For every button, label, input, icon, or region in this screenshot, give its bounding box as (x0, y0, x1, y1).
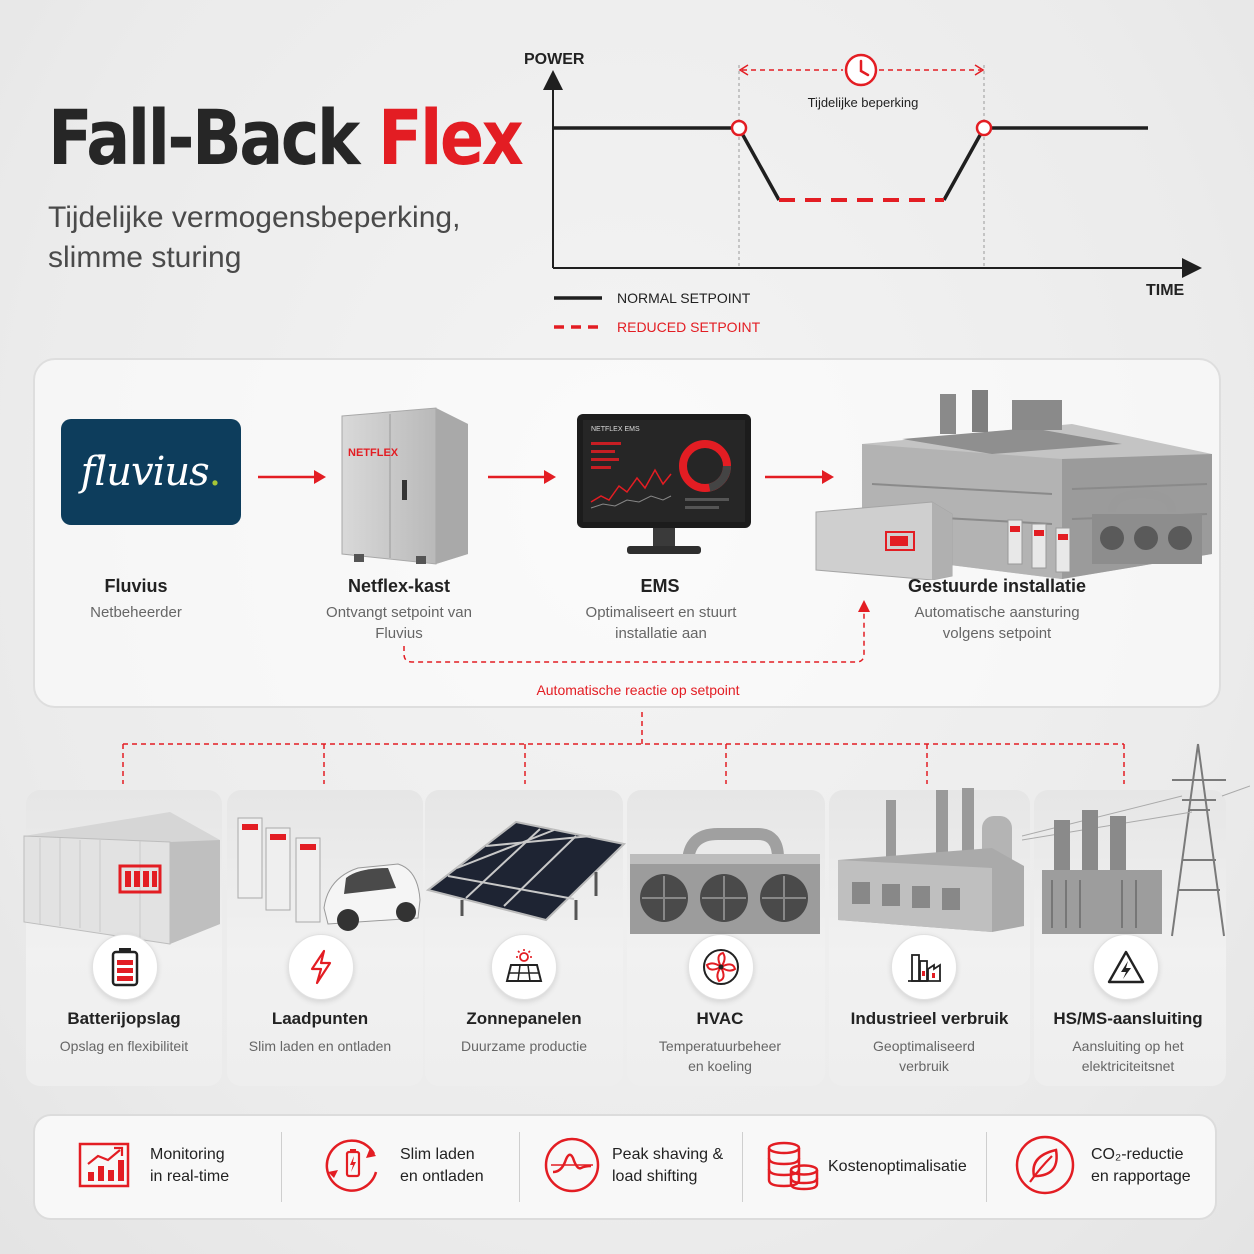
feature-slim-laden-line2: en ontladen (400, 1168, 484, 1185)
hvac-unit-image (630, 828, 820, 934)
card-desc-hs-ms: Aansluiting op het elektriciteitsnet (1072, 1038, 1184, 1074)
feature-bar (33, 1114, 1217, 1220)
page-subtitle: Tijdelijke vermogensbeperking, slimme st… (48, 201, 461, 274)
feature-separator (519, 1132, 520, 1202)
wave-icon (544, 1137, 600, 1193)
fan-icon (703, 949, 739, 985)
feature-separator (742, 1132, 743, 1202)
ems-monitor-image: NETFLEX EMS (577, 414, 751, 554)
power-chart: POWER TIME Tijdelijke beperking NORMAL S… (524, 51, 1202, 335)
card-desc-laadpunten: Slim laden en ontladen (248, 1038, 392, 1054)
feature-monitoring-line2: in real-time (150, 1168, 230, 1185)
substation-image (1022, 743, 1250, 937)
feature-peak-shaving-line1: Peak shaving & (612, 1146, 724, 1163)
fluvius-logo: fluvius. (61, 419, 241, 525)
node-desc-ems: Optimaliseert en stuurt installatie aan (585, 604, 737, 642)
leaf-icon (1015, 1135, 1075, 1195)
node-desc-netflex: Ontvangt setpoint van Fluvius (326, 604, 472, 642)
factory-icon (908, 954, 941, 982)
netflex-cabinet-image: NETFLEX (341, 407, 468, 565)
flow-arrows (258, 470, 834, 484)
node-title-fluvius: Fluvius (104, 576, 168, 596)
feature-kostenoptimalisatie-line1: Kostenoptimalisatie (828, 1158, 967, 1175)
page-title: Fall-Back Flex (48, 100, 524, 176)
node-desc-fluvius: Netbeheerder (90, 604, 182, 621)
x-axis-label: TIME (1146, 282, 1185, 299)
node-title-installation: Gestuurde installatie (907, 576, 1087, 596)
factory-image (838, 788, 1024, 932)
feature-slim-laden: Slim laden en ontladen (400, 1144, 484, 1188)
feedback-loop (403, 600, 870, 663)
card-icon-wrap-battery (92, 934, 158, 1000)
card-title-industrieel: Industrieel verbruik (850, 1009, 1009, 1028)
card-desc-batterijopslag: Opslag en flexibiliteit (59, 1038, 189, 1054)
feature-kostenoptimalisatie: Kostenoptimalisatie (828, 1156, 967, 1178)
coins-icon (767, 1141, 819, 1191)
cabinet-brand-label: NETFLEX (348, 447, 399, 459)
installation-image (815, 390, 1212, 580)
feature-separator (986, 1132, 987, 1202)
card-desc-zonnepanelen: Duurzame productie (460, 1038, 588, 1054)
fluvius-logo-dot: . (208, 449, 222, 495)
ems-screen-label: NETFLEX EMS (591, 426, 640, 433)
feature-monitoring-line1: Monitoring (150, 1146, 225, 1163)
clock-icon (844, 53, 878, 87)
feature-peak-shaving: Peak shaving & load shifting (612, 1144, 723, 1188)
feature-peak-shaving-line2: load shifting (612, 1168, 698, 1185)
card-title-hs-ms: HS/MS-aansluiting (1053, 1009, 1203, 1028)
high-voltage-icon (1107, 950, 1145, 984)
distribution-lines (122, 712, 1125, 784)
node-title-ems: EMS (640, 576, 680, 596)
feature-co2-line1: CO₂-reductie (1091, 1146, 1184, 1163)
normal-setpoint-line-left (553, 126, 781, 201)
annotation-label: Tijdelijke beperking (808, 95, 919, 110)
transition-point-end (975, 119, 993, 137)
charging-station-image (237, 817, 421, 931)
battery-container-image (23, 812, 220, 945)
feature-monitoring: Monitoring in real-time (150, 1144, 229, 1188)
legend-normal-label: NORMAL SETPOINT (617, 290, 751, 306)
card-icon-wrap-voltage (1093, 934, 1159, 1000)
fluvius-logo-text: fluvius (80, 449, 210, 495)
transition-point-start (730, 119, 748, 137)
card-title-zonnepanelen: Zonnepanelen (466, 1009, 582, 1028)
normal-setpoint-line-right (942, 126, 1148, 201)
feature-slim-laden-line1: Slim laden (400, 1146, 475, 1163)
battery-cycle-icon (325, 1139, 378, 1192)
lightning-icon (310, 949, 332, 985)
card-title-hvac: HVAC (696, 1009, 744, 1028)
legend-reduced-label: REDUCED SETPOINT (617, 319, 761, 335)
feature-separator (281, 1132, 282, 1202)
card-icon-wrap-fan (688, 934, 754, 1000)
chart-icon (78, 1142, 130, 1188)
y-axis-label: POWER (524, 51, 585, 68)
card-desc-hvac: Temperatuurbeheer en koeling (658, 1038, 782, 1074)
battery-icon (111, 948, 139, 987)
node-title-netflex: Netflex-kast (347, 576, 451, 596)
card-title-batterijopslag: Batterijopslag (67, 1009, 181, 1028)
title-accent: Flex (377, 93, 524, 182)
title-main: Fall-Back (48, 93, 360, 182)
solar-panel-array-image (426, 820, 626, 922)
feature-co2-line2: en rapportage (1091, 1168, 1191, 1185)
card-desc-industrieel: Geoptimaliseerd verbruik (873, 1038, 975, 1074)
feedback-label: Automatische reactie op setpoint (536, 682, 740, 698)
card-icon-wrap-solar (491, 934, 557, 1000)
node-desc-installation: Automatische aansturing volgens setpoint (914, 604, 1080, 642)
feature-co2: CO₂-reductie en rapportage (1091, 1144, 1191, 1188)
card-icon-wrap-lightning (288, 934, 354, 1000)
card-title-laadpunten: Laadpunten (271, 1009, 369, 1028)
solar-panel-icon (505, 949, 543, 982)
card-icon-wrap-factory (891, 934, 957, 1000)
